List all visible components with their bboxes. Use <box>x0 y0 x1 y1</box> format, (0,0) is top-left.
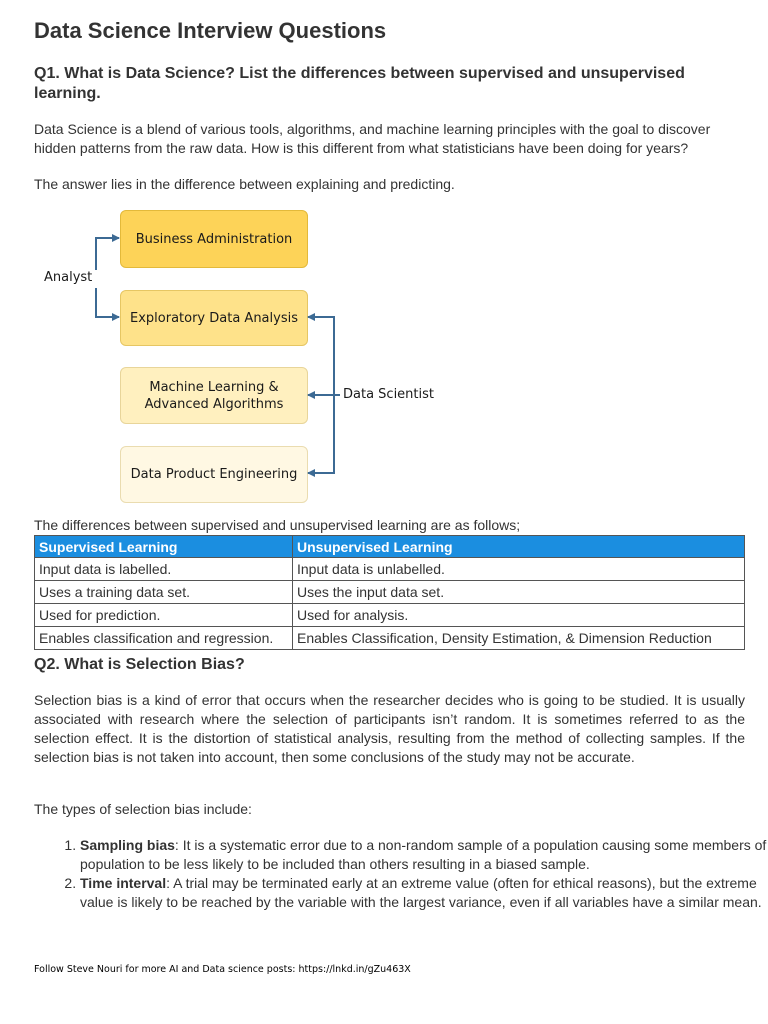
ds-arrow-dpe <box>307 395 335 477</box>
analyst-arrow-bottom <box>95 288 120 321</box>
question-2-paragraph-2: The types of selection bias include: <box>34 801 252 817</box>
table-cell: Input data is labelled. <box>34 557 293 581</box>
question-1-paragraph-1: Data Science is a blend of various tools… <box>34 121 711 156</box>
analyst-arrow-top <box>95 234 120 270</box>
table-cell: Enables classification and regression. <box>34 626 293 650</box>
footer-note: Follow Steve Nouri for more AI and Data … <box>34 964 411 975</box>
page-title: Data Science Interview Questions <box>34 18 387 43</box>
header-supervised: Supervised Learning <box>34 535 293 558</box>
table-cell: Uses the input data set. <box>292 580 745 604</box>
table-header-row: Supervised Learning Unsupervised Learnin… <box>34 535 745 558</box>
box-business-administration: Business Administration <box>120 210 308 268</box>
list-item-term: Sampling bias <box>80 837 175 853</box>
table-intro: The differences between supervised and u… <box>34 517 521 533</box>
selection-bias-list: Sampling bias: It is a systematic error … <box>34 836 768 912</box>
question-2-heading: Q2. What is Selection Bias? <box>34 656 245 673</box>
comparison-table: Supervised Learning Unsupervised Learnin… <box>34 535 745 650</box>
list-item-term: Time interval <box>80 875 167 891</box>
table-cell: Uses a training data set. <box>34 580 293 604</box>
list-item: Time interval: A trial may be terminated… <box>80 874 768 912</box>
box-machine-learning-label: Machine Learning & Advanced Algorithms <box>144 379 284 412</box>
table-row: Used for prediction. Used for analysis. <box>34 603 745 627</box>
list-item-text: : It is a systematic error due to a non-… <box>80 837 768 872</box>
header-unsupervised: Unsupervised Learning <box>292 535 745 558</box>
data-scientist-label: Data Scientist <box>343 387 434 402</box>
table-row: Enables classification and regression. E… <box>34 626 745 650</box>
table-row: Input data is labelled. Input data is un… <box>34 557 745 581</box>
list-item: Sampling bias: It is a systematic error … <box>80 836 768 874</box>
table-row: Uses a training data set. Uses the input… <box>34 580 745 604</box>
box-data-product-engineering: Data Product Engineering <box>120 446 308 503</box>
question-1-heading: Q1. What is Data Science? List the diffe… <box>34 65 685 102</box>
question-2-paragraph-1: Selection bias is a kind of error that o… <box>34 692 745 765</box>
question-1-paragraph-2: The answer lies in the difference betwee… <box>34 176 455 192</box>
table-cell: Used for analysis. <box>292 603 745 627</box>
table-cell: Enables Classification, Density Estimati… <box>292 626 745 650</box>
box-machine-learning: Machine Learning & Advanced Algorithms <box>120 367 308 424</box>
list-item-text: : A trial may be terminated early at an … <box>80 875 762 910</box>
ds-arrow-eda <box>307 313 335 395</box>
box-exploratory-data-analysis: Exploratory Data Analysis <box>120 290 308 346</box>
analyst-label: Analyst <box>44 270 93 285</box>
table-cell: Used for prediction. <box>34 603 293 627</box>
table-cell: Input data is unlabelled. <box>292 557 745 581</box>
